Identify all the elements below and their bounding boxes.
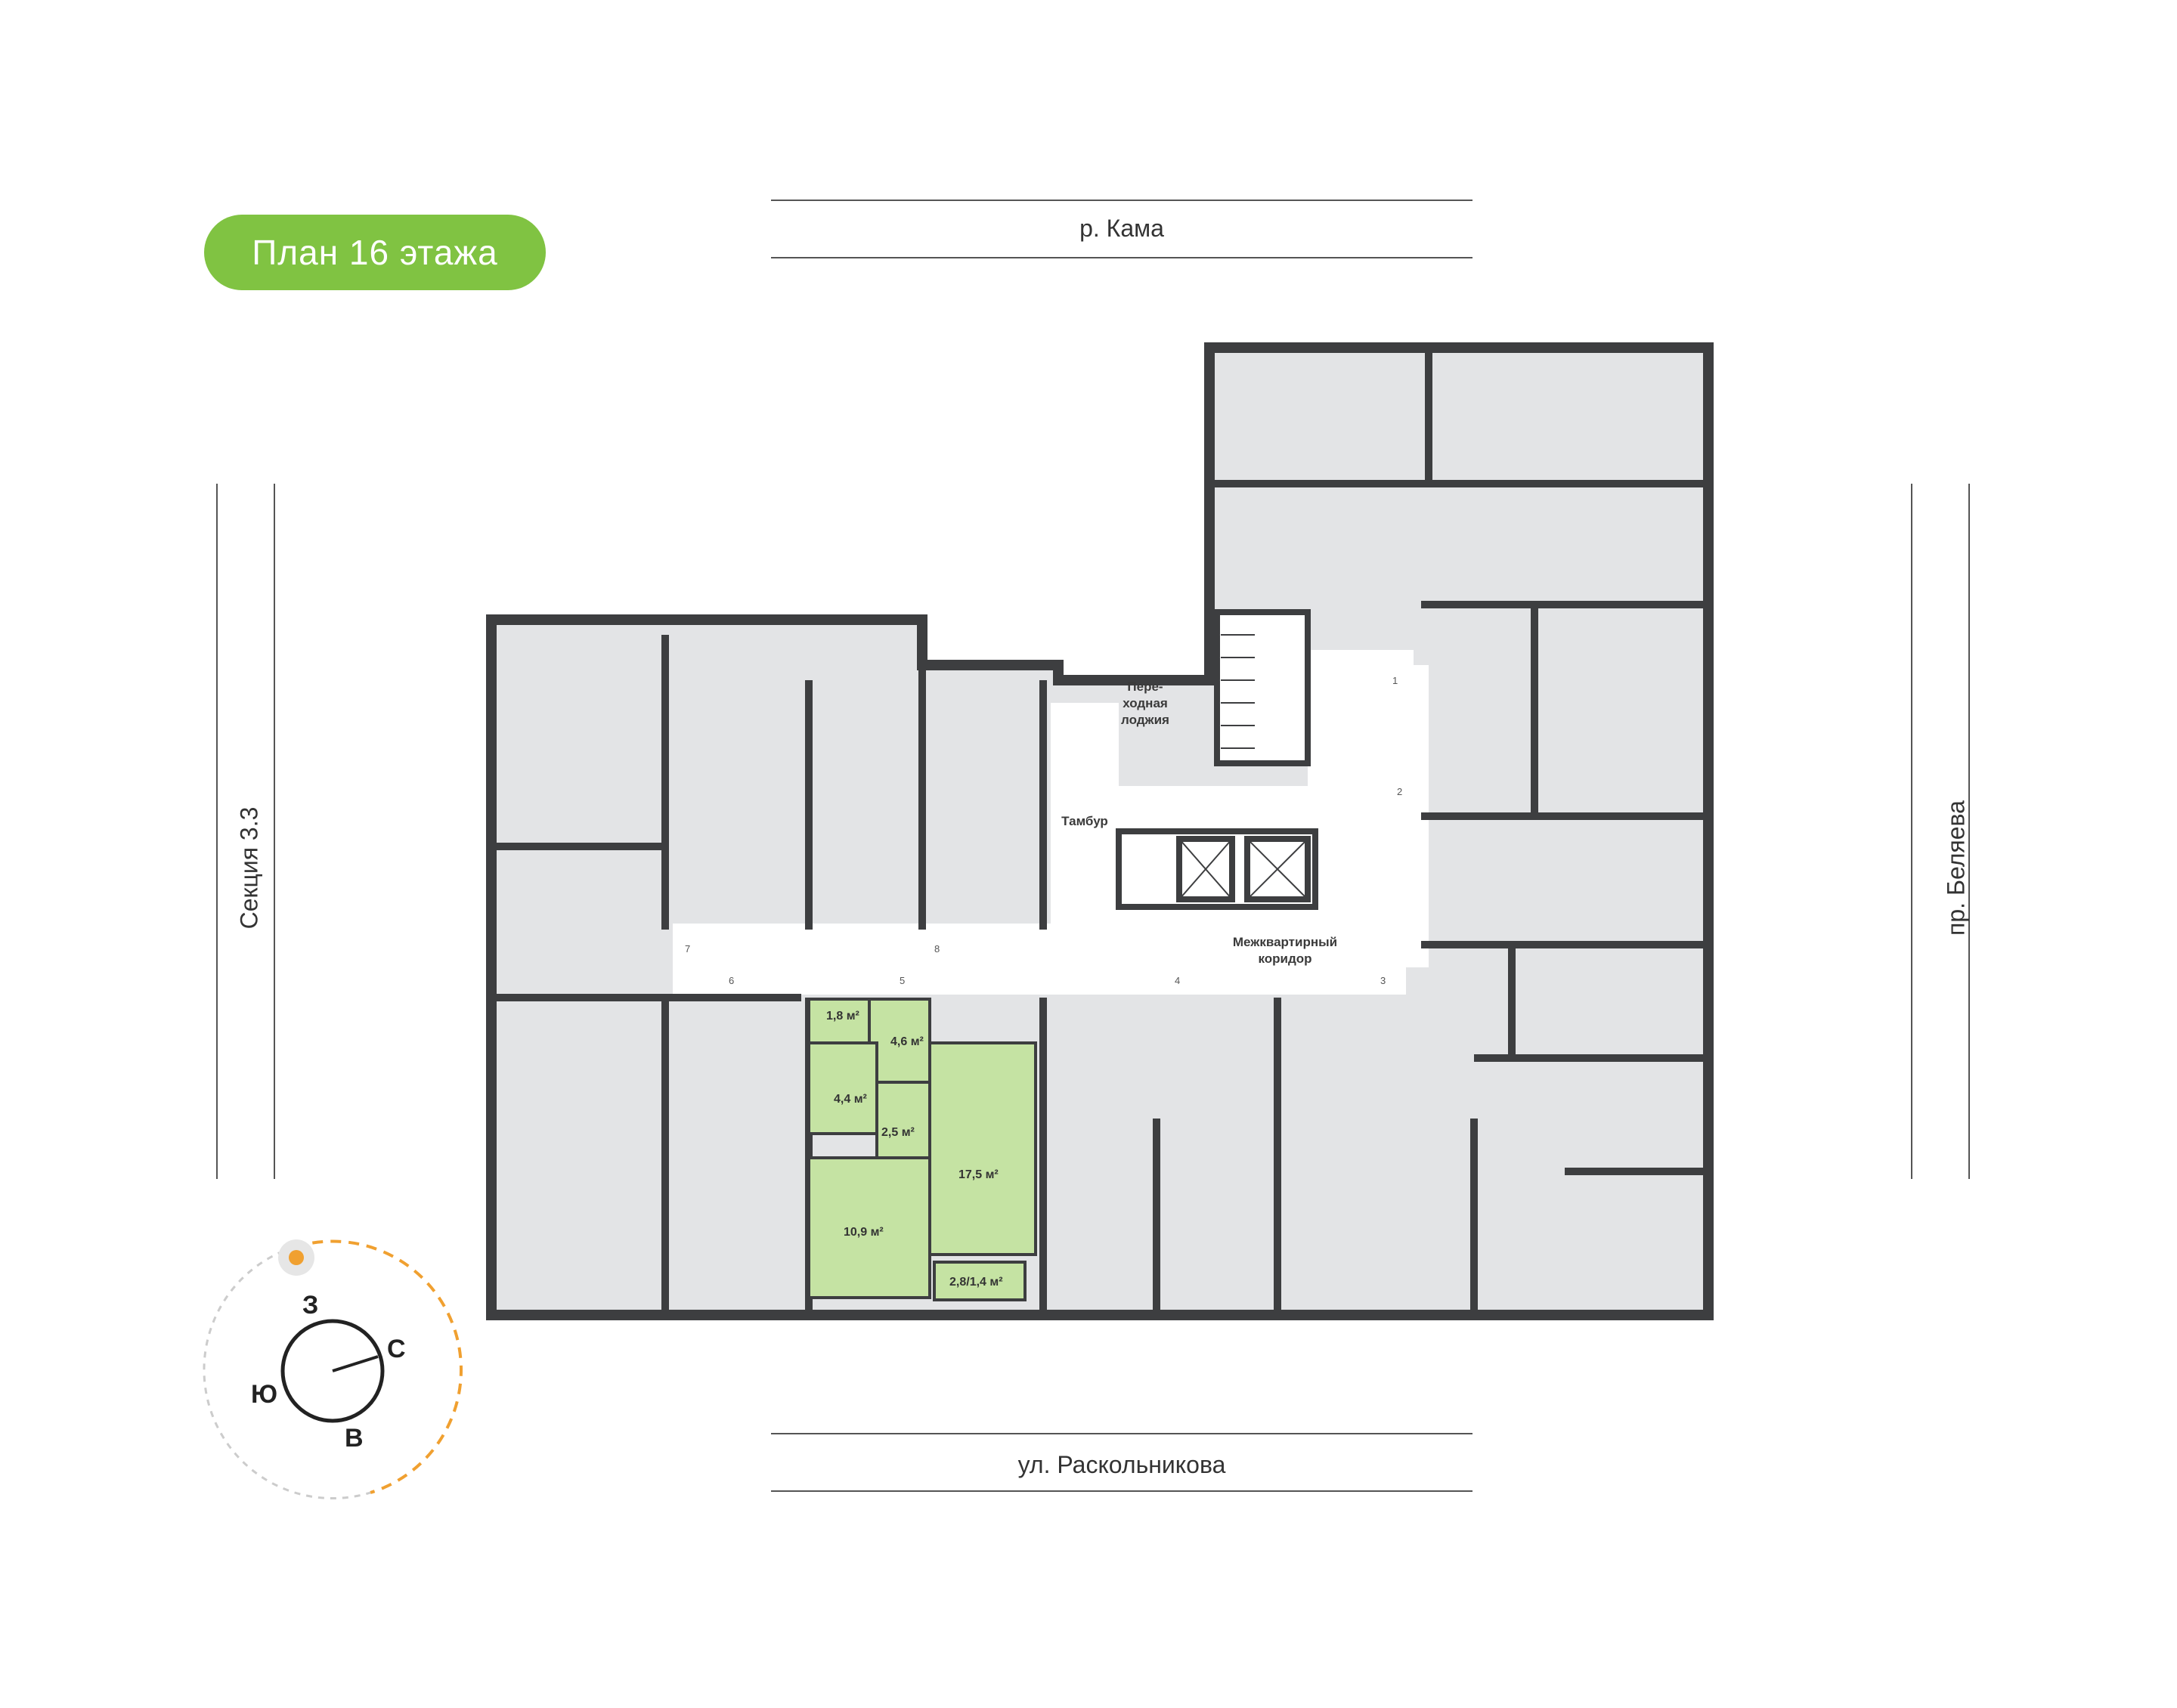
compass-south: Ю xyxy=(251,1380,278,1409)
street-rule xyxy=(771,1490,1472,1492)
compass-west: З xyxy=(302,1291,319,1320)
street-rule xyxy=(1911,484,1912,1179)
door-number: 8 xyxy=(934,943,940,955)
apt-room-2-area: 4,6 м² xyxy=(890,1035,924,1048)
street-rule xyxy=(1968,484,1970,1179)
sun-icon xyxy=(278,1239,314,1276)
core-block xyxy=(1116,609,1318,910)
compass-north: С xyxy=(387,1335,406,1363)
door-number: 2 xyxy=(1397,786,1403,797)
door-number: 6 xyxy=(729,975,735,986)
apt-room-4 xyxy=(875,1081,931,1159)
street-label-bottom: ул. Раскольникова xyxy=(1017,1451,1226,1478)
apt-room-6-area: 10,9 м² xyxy=(844,1226,884,1239)
sun-path xyxy=(203,1239,463,1499)
street-rule xyxy=(771,257,1472,258)
street-rule xyxy=(771,1433,1472,1434)
compass-east: В xyxy=(345,1424,364,1453)
door-number: 1 xyxy=(1392,675,1398,686)
door-number: 7 xyxy=(685,943,691,955)
door-number: 4 xyxy=(1175,975,1181,986)
street-rule xyxy=(274,484,275,1179)
street-rule xyxy=(216,484,218,1179)
door-number: 5 xyxy=(900,975,906,986)
interior-walls xyxy=(491,348,1708,1315)
door-number: 3 xyxy=(1380,975,1386,986)
apt-room-3 xyxy=(807,1041,878,1135)
street-label-top: р. Кама xyxy=(1079,215,1164,242)
apt-room-7-area: 2,8/1,4 м² xyxy=(949,1276,1003,1289)
stair-steps xyxy=(1221,634,1255,749)
apt-room-4-area: 2,5 м² xyxy=(881,1126,915,1139)
apt-room-7 xyxy=(933,1261,1027,1301)
tambur-label: Тамбур xyxy=(1061,814,1108,828)
floor-title-badge: План 16 этажа xyxy=(204,215,546,290)
apt-room-1-area: 1,8 м² xyxy=(826,1010,859,1023)
corridor-label: Межквартирный коридор xyxy=(1232,935,1338,966)
street-rule xyxy=(771,200,1472,201)
apt-room-1 xyxy=(807,998,871,1044)
apt-room-3-area: 4,4 м² xyxy=(834,1093,867,1106)
apt-room-5 xyxy=(928,1041,1037,1256)
highlighted-apartment xyxy=(807,998,1037,1301)
loggia-label: Пере- ходная лоджия xyxy=(1121,679,1169,727)
apt-room-6 xyxy=(807,1156,931,1299)
apt-room-5-area: 17,5 м² xyxy=(958,1168,999,1181)
